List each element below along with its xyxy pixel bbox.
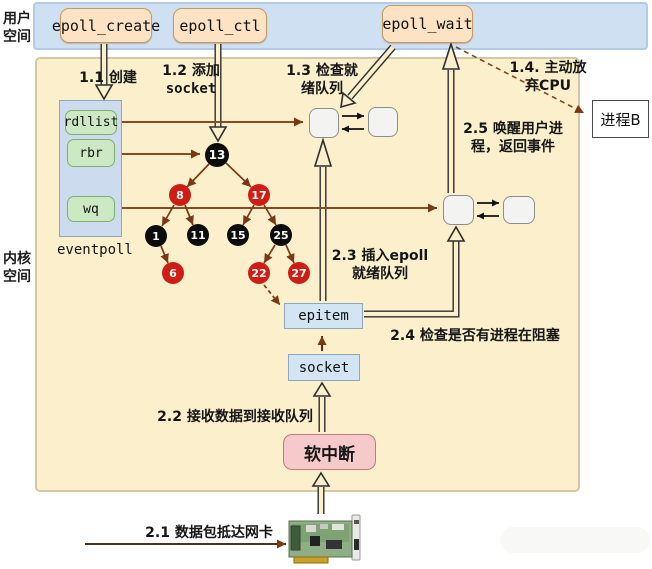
arrow-epitem-to-ready-queue xyxy=(313,137,333,301)
tree-node: 13 xyxy=(205,143,229,167)
arrow-softirq-to-socket xyxy=(312,381,332,432)
tree-node: 25 xyxy=(270,224,292,246)
tree-node: 1 xyxy=(145,225,167,247)
network-card-graphic xyxy=(286,512,366,564)
step-1-3-label: 1.3 检查就绪队列 xyxy=(286,63,358,98)
ready-queue-item xyxy=(309,108,339,138)
step-2-1-label: 2.1 数据包抵达网卡 xyxy=(145,525,273,541)
tree-node: 27 xyxy=(288,262,310,284)
step-1-1-label: 1.1 创建 xyxy=(79,70,137,86)
tree-node: 17 xyxy=(248,184,270,206)
socket-box: socket xyxy=(288,354,360,381)
process-b-label: 进程B xyxy=(600,110,641,129)
rdllist-label: rdllist xyxy=(63,115,119,130)
socket-label: socket xyxy=(298,359,350,376)
epoll-create-label: epoll_create xyxy=(51,16,161,35)
step-2-4-label: 2.4 检查是否有进程在阻塞 xyxy=(390,328,560,344)
arrow-nic-to-softirq xyxy=(311,471,331,514)
wq-field: wq xyxy=(67,196,115,222)
arrow-waitqueue-to-epoll-wait xyxy=(441,41,461,193)
ready-queue-item xyxy=(368,107,398,137)
tree-node: 11 xyxy=(187,224,209,246)
tree-node: 15 xyxy=(227,224,249,246)
tree-edges xyxy=(160,162,295,306)
ready-queue-links xyxy=(342,112,364,133)
watermark xyxy=(500,527,650,553)
eventpoll-caption: eventpoll xyxy=(57,242,133,258)
wait-queue-links xyxy=(477,199,499,220)
arrow-yield-cpu-to-process-b xyxy=(455,46,585,114)
arrow-epoll-create-down xyxy=(94,44,114,101)
soft-interrupt-label: 软中断 xyxy=(304,444,355,465)
arrow-epitem-check-blocked-loop xyxy=(364,225,466,318)
rbr-label: rbr xyxy=(79,145,103,161)
process-b-box: 进程B xyxy=(592,100,649,138)
rdllist-field: rdllist xyxy=(63,110,119,135)
step-2-5-label: 2.5 唤醒用户进程，返回事件 xyxy=(463,121,563,156)
wait-queue-item xyxy=(443,195,474,225)
epoll-ctl-button: epoll_ctl xyxy=(173,8,267,43)
rbr-field: rbr xyxy=(67,139,115,167)
arrow-epoll-ctl-down xyxy=(208,44,228,143)
arrow-epoll-wait-to-ready-queue xyxy=(340,44,396,109)
user-space-label: 用户空间 xyxy=(3,11,31,45)
wait-queue-item xyxy=(503,196,535,224)
tree-node: 22 xyxy=(248,262,270,284)
epoll-wait-button: epoll_wait xyxy=(382,5,473,43)
dashed-edge-node22-to-epitem xyxy=(263,284,281,306)
kernel-space-label: 内核空间 xyxy=(3,251,31,285)
soft-interrupt-box: 软中断 xyxy=(283,434,376,470)
epoll-ctl-label: epoll_ctl xyxy=(179,16,261,35)
wq-label: wq xyxy=(83,201,99,217)
epoll-create-button: epoll_create xyxy=(52,8,160,43)
epoll-wait-label: epoll_wait xyxy=(382,15,473,33)
epitem-box: epitem xyxy=(284,303,363,329)
tree-node: 6 xyxy=(162,262,184,284)
epitem-label: epitem xyxy=(298,308,349,324)
step-1-4-label: 1.4. 主动放弃CPU xyxy=(509,60,587,95)
step-2-2-label: 2.2 接收数据到接收队列 xyxy=(157,409,313,425)
tree-node: 8 xyxy=(169,184,191,206)
